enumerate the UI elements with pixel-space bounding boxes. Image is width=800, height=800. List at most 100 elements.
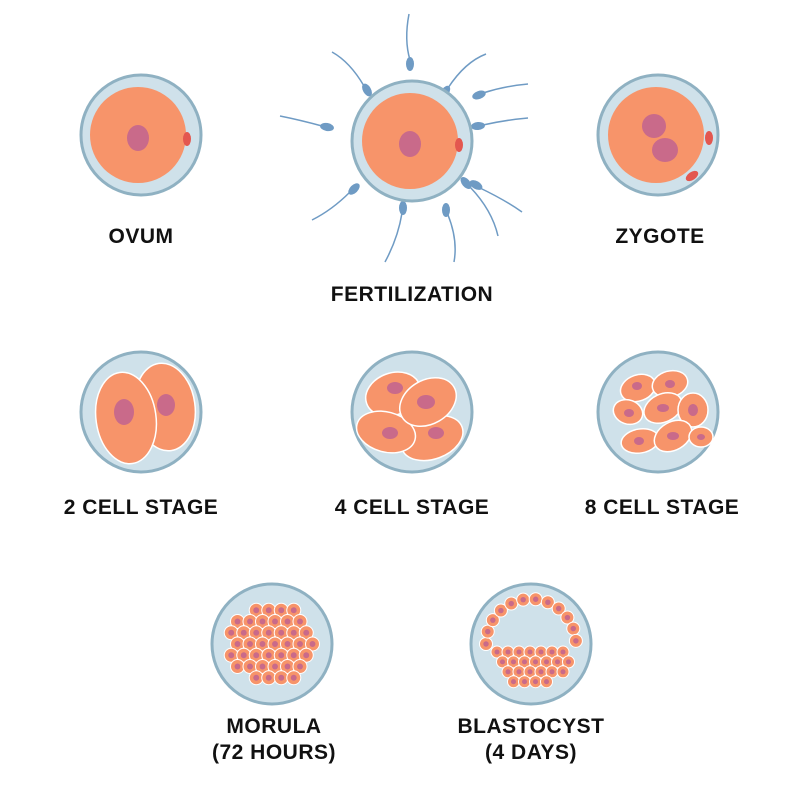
sperm-head <box>460 177 472 189</box>
ovum-label: OVUM <box>108 225 174 248</box>
sperm-tail <box>406 13 411 61</box>
zygote-pronucleus <box>642 114 666 138</box>
sperm-tail <box>447 53 487 89</box>
sperm-tail <box>482 83 529 94</box>
nucleus <box>697 434 705 440</box>
morula-label-line1: MORULA <box>226 715 322 738</box>
nucleus <box>624 409 634 417</box>
zygote-label: ZYGOTE <box>615 225 705 248</box>
fertilization-polar-body <box>455 138 463 152</box>
nucleus <box>545 599 551 606</box>
nucleus <box>228 652 235 659</box>
zygote-polar-body <box>685 170 699 182</box>
nucleus <box>483 641 489 647</box>
nucleus <box>527 649 533 655</box>
nucleus <box>516 649 522 655</box>
sperm-tail <box>331 51 365 87</box>
nucleus <box>284 641 291 647</box>
nucleus <box>303 652 310 659</box>
nucleus <box>543 659 550 665</box>
nucleus <box>272 618 278 625</box>
sperm-cells <box>279 13 529 263</box>
nucleus <box>240 652 247 659</box>
nucleus <box>521 679 528 685</box>
nucleus <box>272 641 278 647</box>
nucleus <box>265 652 272 659</box>
morula-illustration <box>210 582 334 706</box>
nucleus <box>688 404 698 416</box>
nucleus <box>297 618 303 625</box>
sperm-head <box>362 83 372 97</box>
fertilization-label: FERTILIZATION <box>330 283 494 306</box>
nucleus <box>278 607 285 614</box>
nucleus <box>516 669 522 675</box>
nucleus <box>290 607 297 614</box>
nucleus <box>157 394 175 416</box>
nucleus <box>278 629 285 636</box>
fertilization-nucleus <box>399 131 421 157</box>
nucleus <box>634 437 644 445</box>
blastocyst-label: BLASTOCYST (4 DAYS) <box>458 714 605 766</box>
nucleus <box>234 663 241 670</box>
sperm-head <box>442 203 450 217</box>
nucleus <box>228 629 235 636</box>
nucleus <box>564 614 571 621</box>
nucleus <box>521 659 528 665</box>
nucleus <box>234 641 241 647</box>
nucleus <box>240 629 247 636</box>
nucleus <box>253 607 260 614</box>
nucleus <box>272 663 278 670</box>
zygote-illustration <box>596 73 720 197</box>
nucleus <box>253 652 260 659</box>
nucleus <box>498 607 504 614</box>
nucleus <box>290 652 297 659</box>
sperm-tail <box>311 191 351 221</box>
nucleus <box>290 629 297 636</box>
nucleus <box>565 659 572 665</box>
nucleus <box>505 669 511 675</box>
morula-label: MORULA (72 HOURS) <box>212 714 336 766</box>
nucleus <box>303 629 310 636</box>
nucleus <box>508 600 515 607</box>
nucleus <box>555 605 562 612</box>
sperm-tail <box>469 186 499 237</box>
four-cell-stage-label: 4 CELL STAGE <box>334 496 490 519</box>
nucleus <box>499 659 506 665</box>
nucleus <box>259 663 266 670</box>
ovum-nucleus <box>127 125 149 151</box>
nucleus <box>667 432 679 440</box>
nucleus <box>253 629 260 636</box>
nucleus <box>417 395 435 409</box>
nucleus <box>297 663 303 670</box>
sperm-head <box>406 57 414 71</box>
nucleus <box>290 674 297 681</box>
nucleus <box>657 404 669 412</box>
blastocyst-cells <box>479 592 583 689</box>
nucleus <box>665 380 675 388</box>
sperm-tail <box>479 187 523 213</box>
nucleus <box>520 596 526 603</box>
blastocyst-illustration <box>469 582 593 706</box>
nucleus <box>538 669 544 675</box>
nucleus <box>570 625 577 632</box>
blastocyst-label-line1: BLASTOCYST <box>457 715 605 738</box>
nucleus <box>284 618 291 625</box>
nucleus <box>505 649 511 655</box>
nucleus <box>428 427 444 439</box>
nucleus <box>114 399 134 425</box>
nucleus <box>494 649 500 655</box>
nucleus <box>532 659 539 665</box>
nucleus <box>560 649 566 655</box>
nucleus <box>247 663 253 670</box>
nucleus <box>532 679 539 685</box>
sperm-head <box>471 121 485 131</box>
two-cell-stage-label: 2 CELL STAGE <box>63 496 219 519</box>
blastocyst-label-line2: (4 DAYS) <box>485 741 577 764</box>
sperm-head <box>469 180 483 190</box>
nucleus <box>573 638 579 644</box>
morula-label-line2: (72 HOURS) <box>211 741 337 764</box>
nucleus <box>284 663 291 670</box>
nucleus <box>387 382 403 394</box>
nucleus <box>253 674 260 681</box>
